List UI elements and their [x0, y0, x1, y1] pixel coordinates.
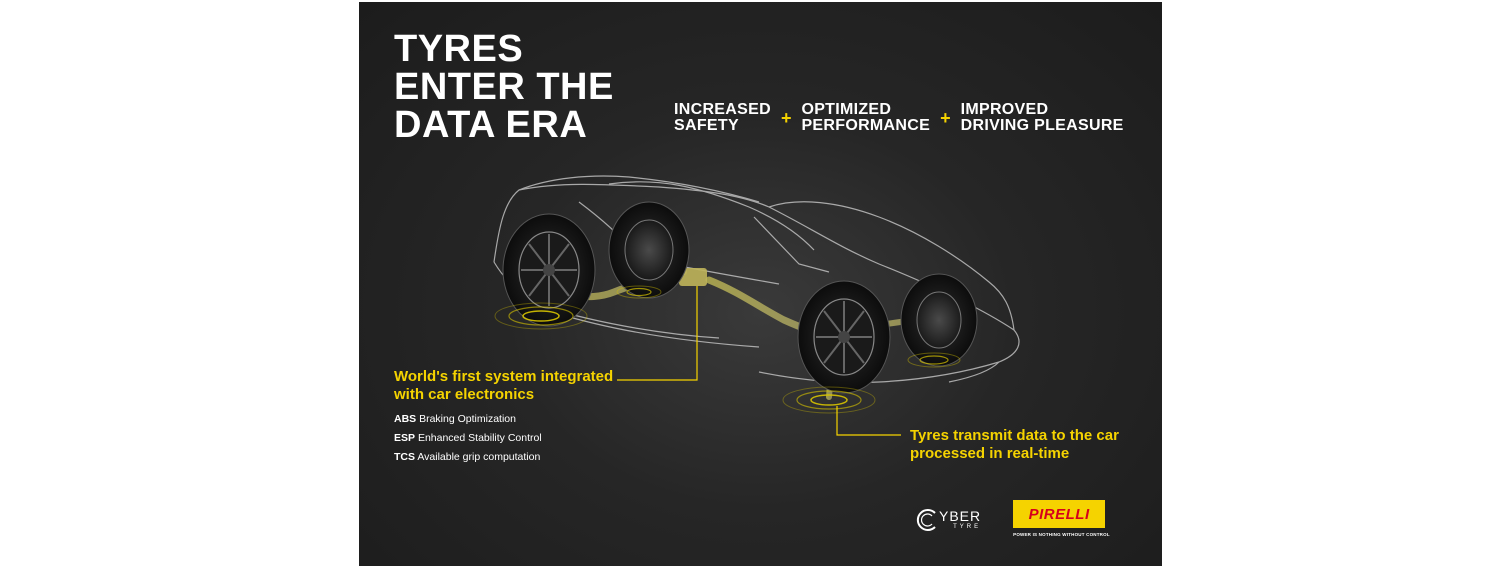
pirelli-tagline: POWER IS NOTHING WITHOUT CONTROL: [1013, 532, 1110, 537]
callout-system-title: World's first system integrated with car…: [394, 368, 613, 404]
headline: TYRES ENTER THE DATA ERA: [394, 30, 614, 144]
callout-system: World's first system integrated with car…: [394, 368, 613, 470]
logo-row: YBER TYRE PIRELLI POWER IS NOTHING WITHO…: [915, 500, 1110, 537]
tyre-front-right: [900, 273, 978, 367]
benefit-driving-line-2: DRIVING PLEASURE: [960, 117, 1124, 134]
cyber-tyre-logo: YBER TYRE: [915, 508, 981, 532]
benefit-performance-line-2: PERFORMANCE: [801, 117, 931, 134]
pirelli-logo: PIRELLI POWER IS NOTHING WITHOUT CONTROL: [1013, 500, 1110, 537]
cyber-word: YBER: [939, 508, 982, 524]
pirelli-wordmark: PIRELLI: [1028, 505, 1090, 523]
benefit-safety-line-1: INCREASED: [674, 101, 771, 118]
feature-text: Braking Optimization: [419, 413, 516, 425]
plus-icon: +: [780, 108, 792, 128]
benefit-driving-pleasure: IMPROVED DRIVING PLEASURE: [961, 102, 1124, 134]
callout-system-line-1: World's first system integrated: [394, 368, 614, 385]
signal-rings: [494, 285, 961, 414]
feature-item-esp: ESP Enhanced Stability Control: [394, 432, 613, 445]
callout-data-line-1: Tyres transmit data to the car: [910, 427, 1119, 444]
feature-text: Available grip computation: [417, 451, 541, 463]
benefit-safety-line-2: SAFETY: [674, 117, 739, 134]
car-illustration: [493, 175, 1020, 436]
tyre-rear-left: [502, 213, 596, 327]
tyre-rear-right: [608, 201, 690, 299]
callout-lines: [617, 286, 901, 436]
feature-text: Enhanced Stability Control: [417, 432, 542, 444]
infographic-panel: TYRES ENTER THE DATA ERA INCREASED SAFET…: [359, 2, 1162, 566]
cyber-sub: TYRE: [953, 524, 982, 530]
headline-line-3: DATA ERA: [394, 104, 588, 146]
feature-item-abs: ABS Braking Optimization: [394, 413, 613, 426]
headline-line-1: TYRES: [394, 28, 524, 70]
callout-data: Tyres transmit data to the car processed…: [910, 427, 1119, 463]
ecu-unit: [679, 268, 707, 286]
callout-data-line-2: processed in real-time: [910, 445, 1070, 462]
feature-item-tcs: TCS Available grip computation: [394, 451, 613, 464]
callout-system-line-2: with car electronics: [394, 386, 535, 403]
headline-line-2: ENTER THE: [394, 66, 614, 108]
feature-code: ESP: [394, 432, 416, 444]
benefit-driving-line-1: IMPROVED: [960, 101, 1049, 118]
cyber-tyre-wordmark: YBER TYRE: [939, 509, 981, 531]
plus-icon: +: [940, 108, 951, 128]
pirelli-badge: PIRELLI: [1013, 500, 1106, 528]
benefit-safety: INCREASED SAFETY: [674, 102, 771, 134]
feature-code: TCS: [394, 451, 415, 463]
benefit-performance-line-1: OPTIMIZED: [801, 101, 892, 118]
tyre-front-left: [797, 280, 891, 394]
feature-code: ABS: [394, 413, 417, 425]
benefit-performance: OPTIMIZED PERFORMANCE: [801, 102, 930, 134]
feature-list: ABS Braking Optimization ESP Enhanced St…: [394, 413, 613, 464]
benefits-row: INCREASED SAFETY + OPTIMIZED PERFORMANCE…: [674, 102, 1124, 134]
cyber-c-icon: [916, 509, 936, 531]
